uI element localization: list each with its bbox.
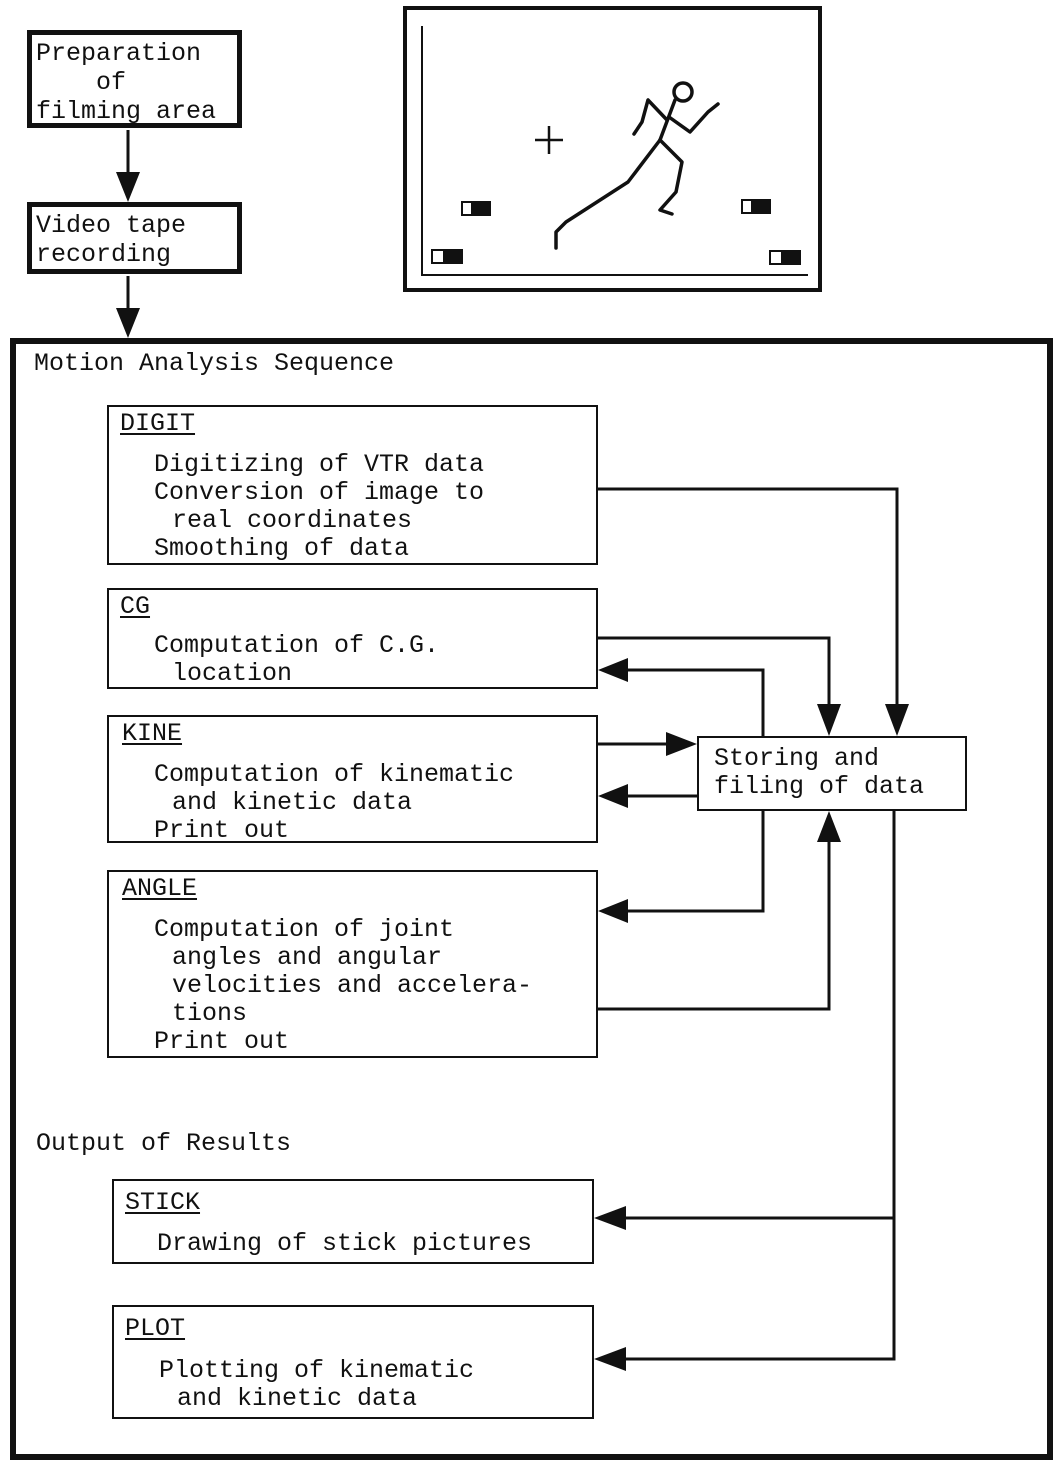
arrow-storage-to-angle	[598, 811, 763, 923]
arrow-storage-to-cg	[598, 658, 763, 736]
arrow-prep-to-vtr	[116, 130, 140, 202]
arrow-storage-to-stick	[594, 811, 894, 1230]
arrow-digit-to-storage	[598, 489, 909, 736]
arrow-storage-to-plot	[594, 1218, 894, 1371]
arrow-kine-to-storage	[598, 732, 697, 756]
arrow-vtr-to-sequence	[116, 276, 140, 338]
arrow-storage-to-kine	[598, 784, 697, 808]
arrow-cg-to-storage	[598, 638, 841, 736]
